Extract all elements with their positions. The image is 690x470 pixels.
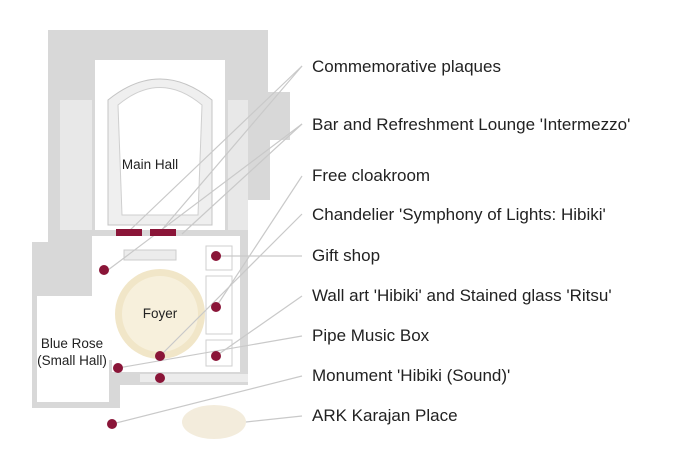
foyer-label: Foyer (142, 306, 178, 321)
markers (99, 229, 221, 429)
main-hall-seating (117, 87, 203, 216)
leader-monument (111, 375, 303, 425)
leader-bar-b (181, 123, 303, 235)
side-corridor-right (228, 100, 248, 230)
blue-rose-label-line1: Blue Rose (40, 336, 104, 351)
plaque-marker-right (150, 229, 176, 236)
entrance-marker (155, 373, 165, 383)
leader-chandelier (159, 213, 303, 357)
leader-wall-art (215, 295, 303, 357)
blue-rose-hall (37, 296, 109, 402)
leader-bar-a (107, 123, 303, 271)
side-corridor-left (60, 100, 92, 230)
legend-gift-shop: Gift shop (312, 246, 381, 265)
legend-chandelier: Chandelier 'Symphony of Lights: Hibiki' (312, 205, 606, 224)
cloakroom-marker (211, 302, 221, 312)
pipe-music-box-marker (113, 363, 123, 373)
legend-pipe-music-box: Pipe Music Box (312, 326, 430, 345)
entrance-strip (140, 374, 248, 382)
legend-bar-lounge: Bar and Refreshment Lounge 'Intermezzo' (312, 115, 631, 134)
bar-marker (99, 265, 109, 275)
gift-shop-marker (211, 251, 221, 261)
monument-marker (107, 419, 117, 429)
leader-ark-place (245, 415, 303, 423)
leader-plaques-a (127, 65, 303, 233)
leader-plaques-b (159, 65, 303, 233)
main-hall-label: Main Hall (121, 157, 179, 172)
legend-commemorative-plaques: Commemorative plaques (312, 57, 501, 76)
leader-lines (107, 65, 303, 425)
stairs (123, 249, 177, 261)
legend-wall-art: Wall art 'Hibiki' and Stained glass 'Rit… (312, 286, 612, 305)
legend-free-cloakroom: Free cloakroom (312, 166, 431, 185)
leader-pipe-music-box (117, 335, 303, 369)
legend-ark-karajan-place: ARK Karajan Place (312, 406, 458, 425)
chandelier-marker (155, 351, 165, 361)
chandelier-ring (122, 276, 198, 352)
wall-art-marker (211, 351, 221, 361)
blue-rose-label-line2: (Small Hall) (37, 353, 107, 368)
legend-monument: Monument 'Hibiki (Sound)' (312, 366, 511, 385)
ark-karajan-plaza (182, 405, 246, 439)
plaque-marker-left (116, 229, 142, 236)
